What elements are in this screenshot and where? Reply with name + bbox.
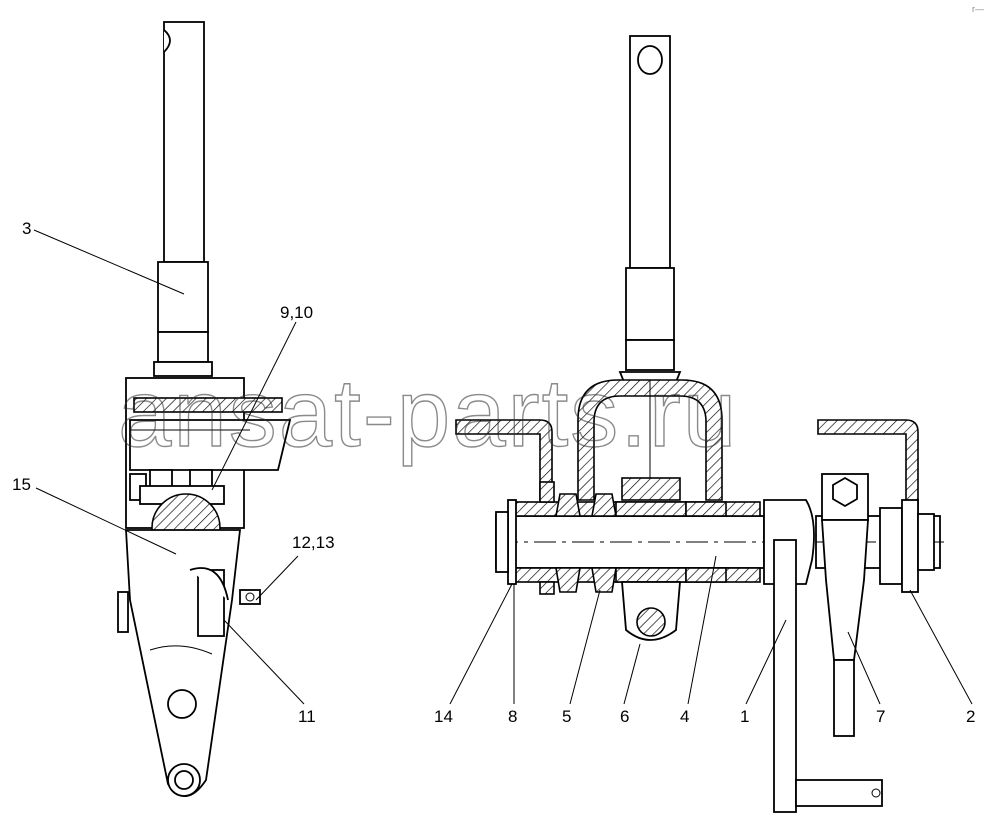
- callout-3: 3: [22, 219, 31, 238]
- corner-mark: r—: [972, 4, 984, 14]
- callout-9-10: 9,10: [280, 303, 313, 322]
- callout-12-13: 12,13: [292, 533, 335, 552]
- pin-11: [189, 567, 261, 637]
- callout-1: 1: [740, 707, 749, 726]
- vertical-shaft: [618, 35, 682, 383]
- watermark-text: ansat-parts.ru: [118, 360, 738, 467]
- u-bracket: [577, 379, 723, 501]
- clevis-part-6: [621, 581, 681, 641]
- callout-11: 11: [298, 707, 316, 726]
- shaft-part-3: [153, 21, 213, 377]
- callout-7: 7: [876, 707, 885, 726]
- lever-part-1: [763, 499, 883, 813]
- callout-4: 4: [680, 707, 689, 726]
- callout-5: 5: [562, 707, 571, 726]
- leader-lines: [33, 229, 973, 705]
- callout-6: 6: [620, 707, 629, 726]
- callout-15: 15: [12, 475, 31, 494]
- washer-and-cap: [495, 499, 517, 585]
- bushings: [513, 481, 761, 595]
- right-view-assembly: [455, 35, 944, 813]
- lever-part-7: [821, 473, 869, 737]
- horizontal-shaft-part-4: [495, 515, 944, 569]
- callout-14: 14: [434, 707, 453, 726]
- callout-8: 8: [508, 707, 517, 726]
- left-view-assembly: [117, 21, 292, 797]
- end-washer-part-2: [879, 499, 935, 593]
- callout-2: 2: [966, 707, 975, 726]
